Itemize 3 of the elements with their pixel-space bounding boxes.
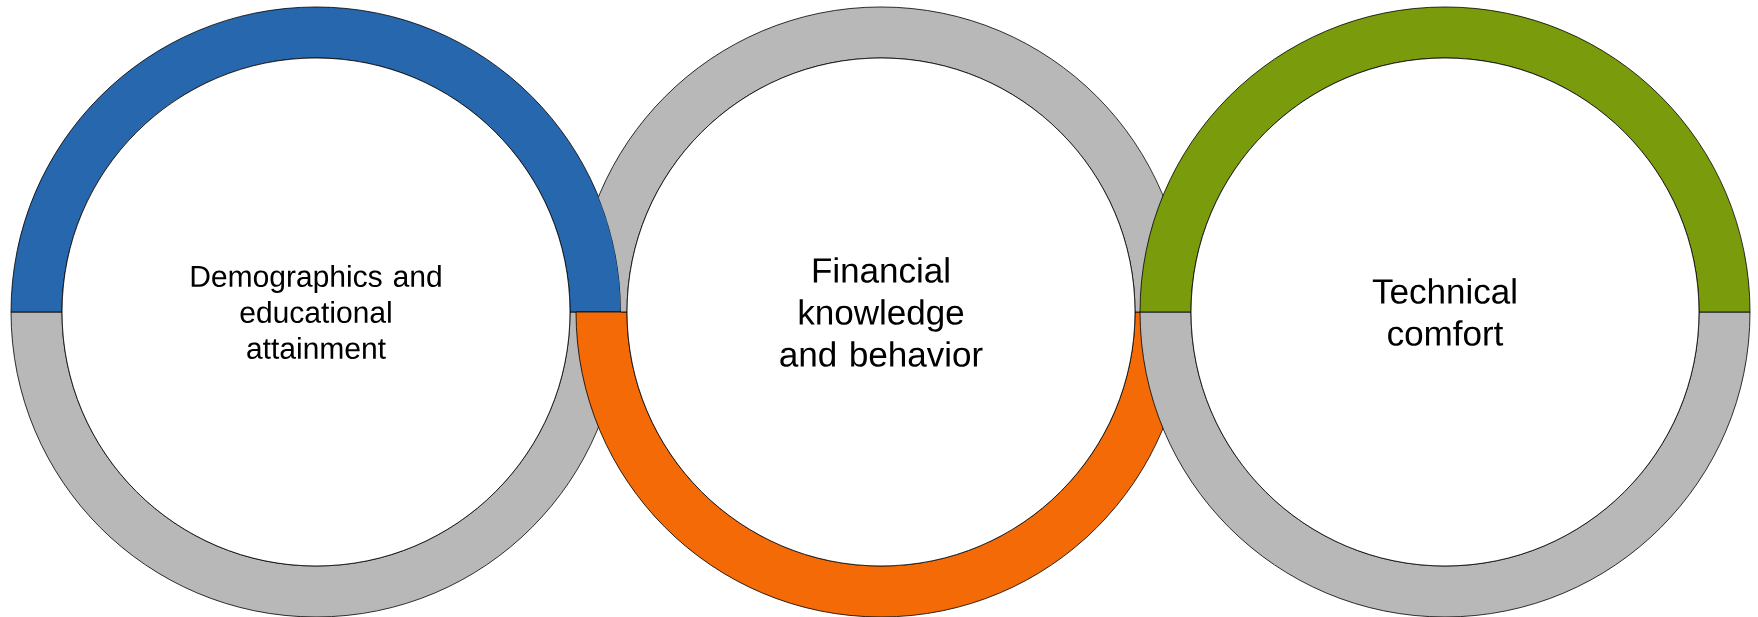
- ring: Technical comfort: [1139, 6, 1751, 617]
- ring: Financial knowledge and behavior: [575, 6, 1187, 617]
- ring: Demographics and educational attainment: [10, 6, 622, 617]
